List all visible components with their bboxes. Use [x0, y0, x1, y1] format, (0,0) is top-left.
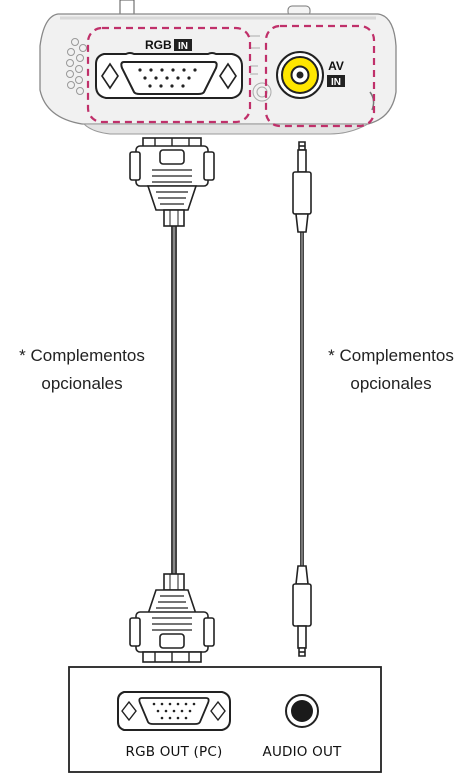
rgb-cable-note-line1: * Complementos — [19, 346, 145, 365]
av-in-port: AV IN — [264, 24, 376, 128]
speaker-grille — [66, 38, 87, 95]
rgb-cable — [129, 137, 215, 663]
audio-plug-bottom — [292, 565, 312, 657]
rgb-in-badge: IN — [178, 41, 188, 52]
audio-plug-top — [292, 141, 312, 233]
audio-cable — [292, 141, 312, 657]
audio-out-jack — [285, 694, 319, 728]
av-port-label: AV — [328, 59, 344, 73]
audio-cable-note-line1: * Complementos — [328, 346, 454, 365]
rgb-in-port: RGB IN — [86, 26, 252, 124]
vga-plug-top — [129, 137, 215, 227]
audio-out-label: AUDIO OUT — [262, 744, 342, 760]
rgb-out-label: RGB OUT (PC) — [125, 744, 223, 760]
rgb-port-label: RGB — [145, 38, 172, 52]
vga-plug-bottom — [129, 573, 215, 663]
source-device-panel — [68, 666, 382, 773]
av-in-badge: IN — [331, 77, 341, 88]
rgb-cable-optional-note: * Complementos opcionales — [2, 342, 162, 398]
rgb-cable-note-line2: opcionales — [41, 374, 123, 393]
side-indicators — [250, 35, 272, 102]
rgb-out-port — [117, 691, 231, 731]
audio-cable-optional-note: * Complementos opcionales — [311, 342, 471, 398]
audio-cable-note-line2: opcionales — [350, 374, 432, 393]
